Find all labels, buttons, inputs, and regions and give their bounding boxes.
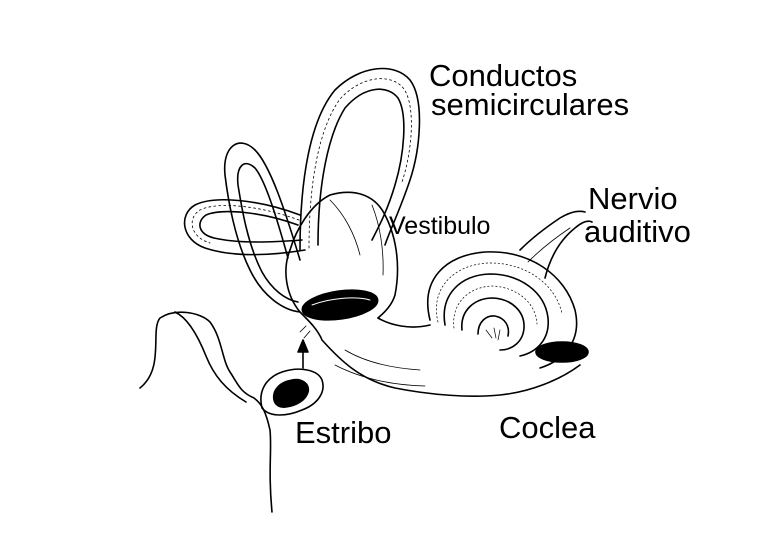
label-coclea: Coclea [499,410,596,445]
label-nervio-line1: Nervio [588,181,678,216]
stapes-arrow-head [297,339,309,353]
label-vestibulo: Vestibulo [389,212,491,240]
auditory-nerve [519,210,586,251]
label-nervio-line2: auditivo [584,214,691,249]
label-estribo: Estribo [295,415,392,450]
bone-outline-inner [174,311,247,403]
oval-window [301,289,379,321]
vestibule [289,191,399,319]
bone-outline [139,311,273,513]
semicircular-canal-posterior [223,142,301,313]
label-conductos-line2: semicirculares [431,87,630,122]
semicircular-canal-lateral [183,199,306,256]
vestibule-lower [285,249,323,341]
stapes [260,368,324,416]
cochlear-duct [321,339,581,397]
label-conductos-line1: Conductos [429,58,578,93]
semicircular-canal-superior [299,67,421,251]
round-window [535,341,589,363]
